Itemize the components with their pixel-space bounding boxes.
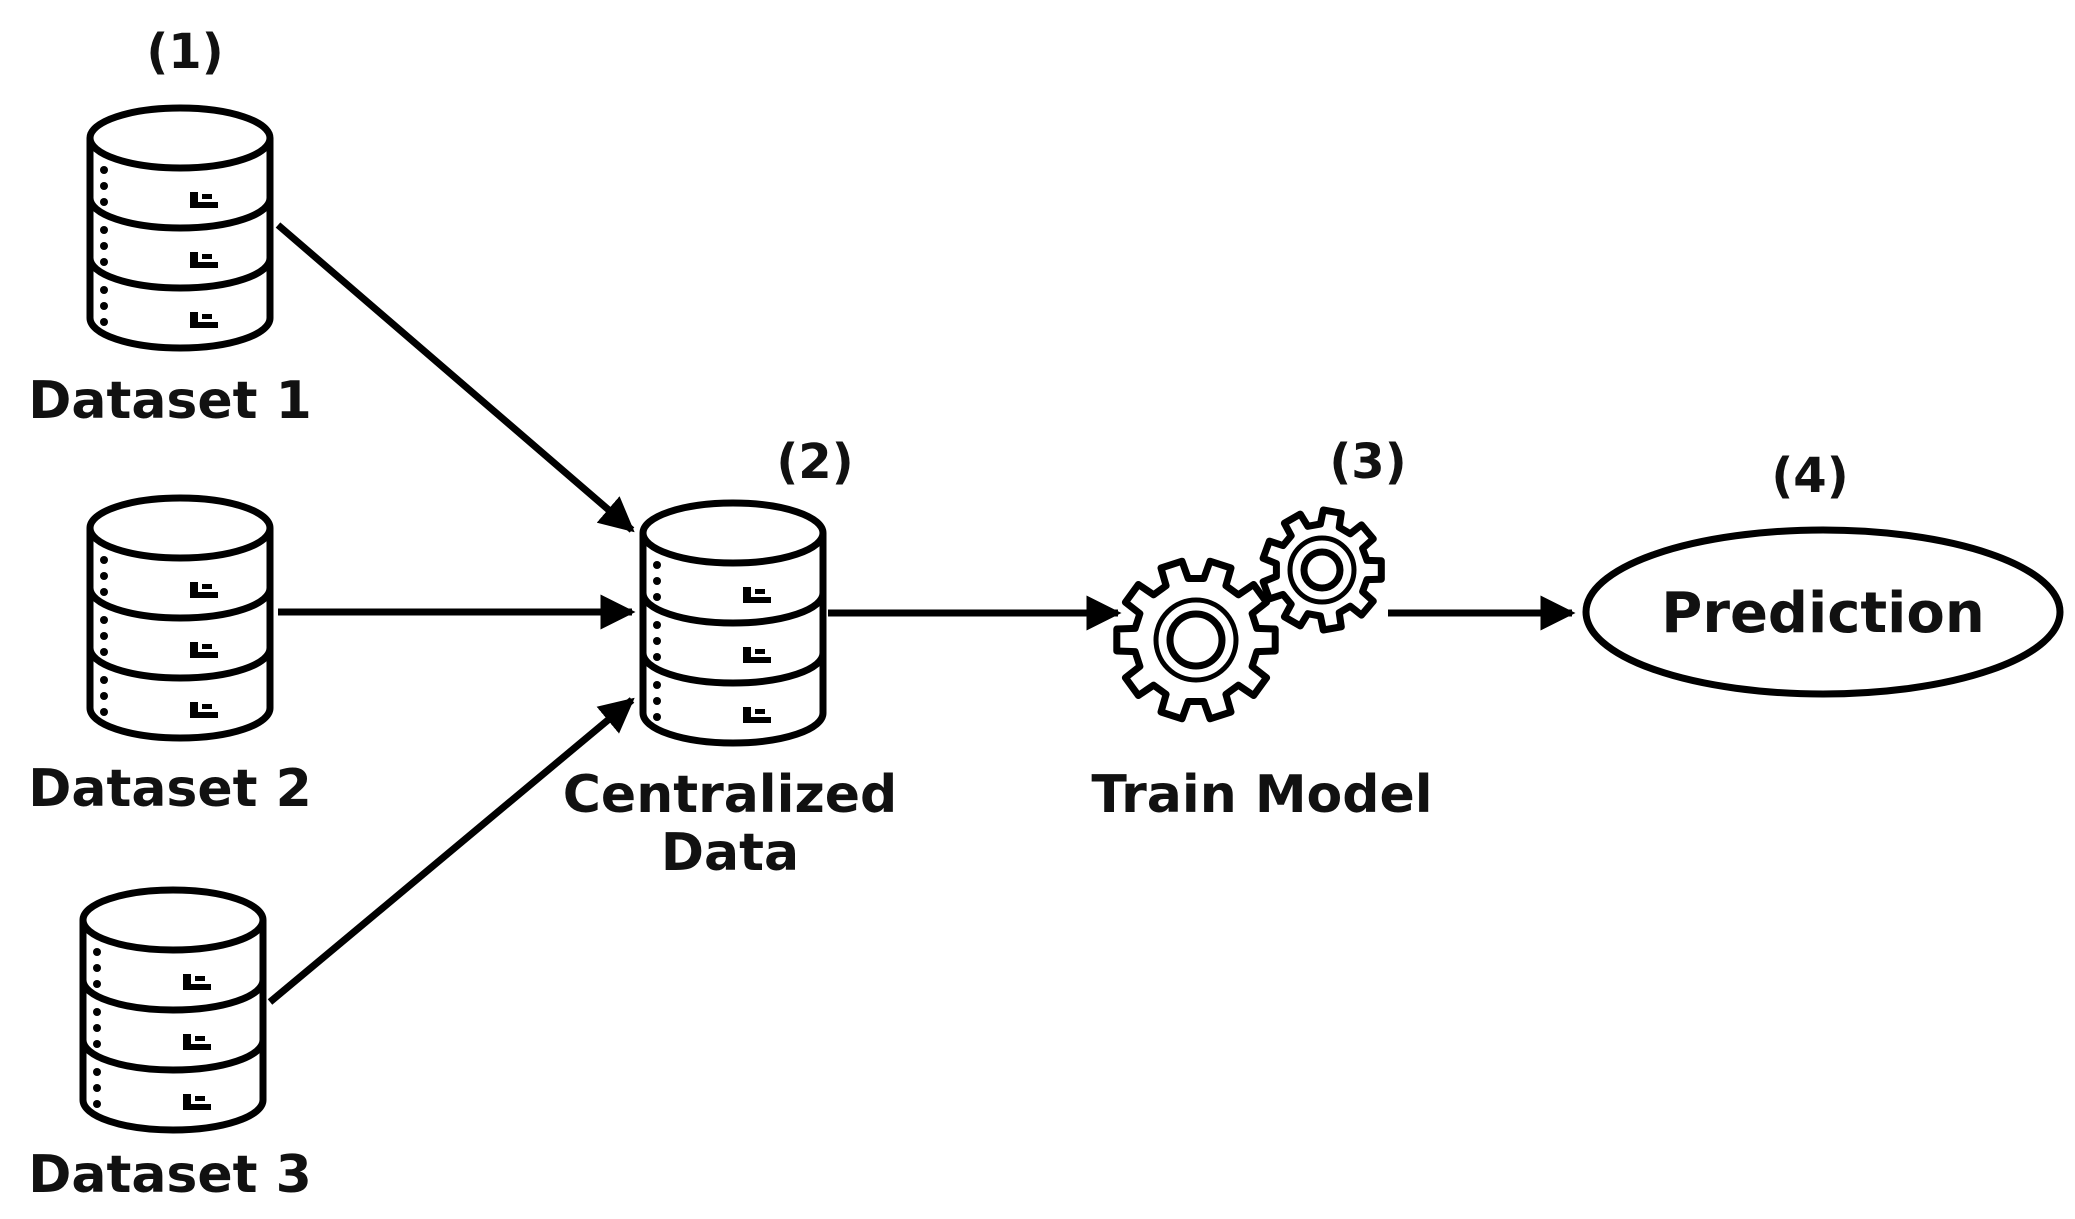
step-1-label: (1) <box>146 24 223 80</box>
prediction-node: Prediction <box>1582 526 2064 698</box>
database-icon <box>643 503 823 743</box>
step-4-label: (4) <box>1771 448 1848 504</box>
step-3-label: (3) <box>1329 434 1406 490</box>
database-icon <box>83 890 263 1130</box>
small-gear-ring <box>1287 535 1357 605</box>
centralized-data-label-line2: Data <box>661 823 799 883</box>
arrow-dataset3-to-central <box>267 697 635 1005</box>
gears-icon <box>1113 506 1385 723</box>
dataset-3-label: Dataset 3 <box>28 1145 312 1205</box>
prediction-label: Prediction <box>1661 581 1984 646</box>
dataset-3-node: Dataset 3 <box>28 890 312 1205</box>
database-icon <box>90 108 270 348</box>
dataset-2-node: Dataset 2 <box>28 498 312 819</box>
large-gear-ring <box>1153 597 1239 683</box>
small-gear-hole <box>1300 548 1344 592</box>
centralized-data-node: Centralized Data <box>563 503 897 883</box>
arrow-dataset1-to-central <box>275 222 635 533</box>
large-gear-hole <box>1166 610 1226 670</box>
centralized-data-label-line1: Centralized <box>563 765 897 825</box>
prediction-ellipse <box>1582 526 2064 698</box>
dataset-1-node: Dataset 1 <box>28 108 312 431</box>
train-model-label: Train Model <box>1091 765 1432 825</box>
step-2-label: (2) <box>776 434 853 490</box>
database-icon <box>90 498 270 738</box>
dataset-1-label: Dataset 1 <box>28 371 312 431</box>
dataset-2-label: Dataset 2 <box>28 759 312 819</box>
